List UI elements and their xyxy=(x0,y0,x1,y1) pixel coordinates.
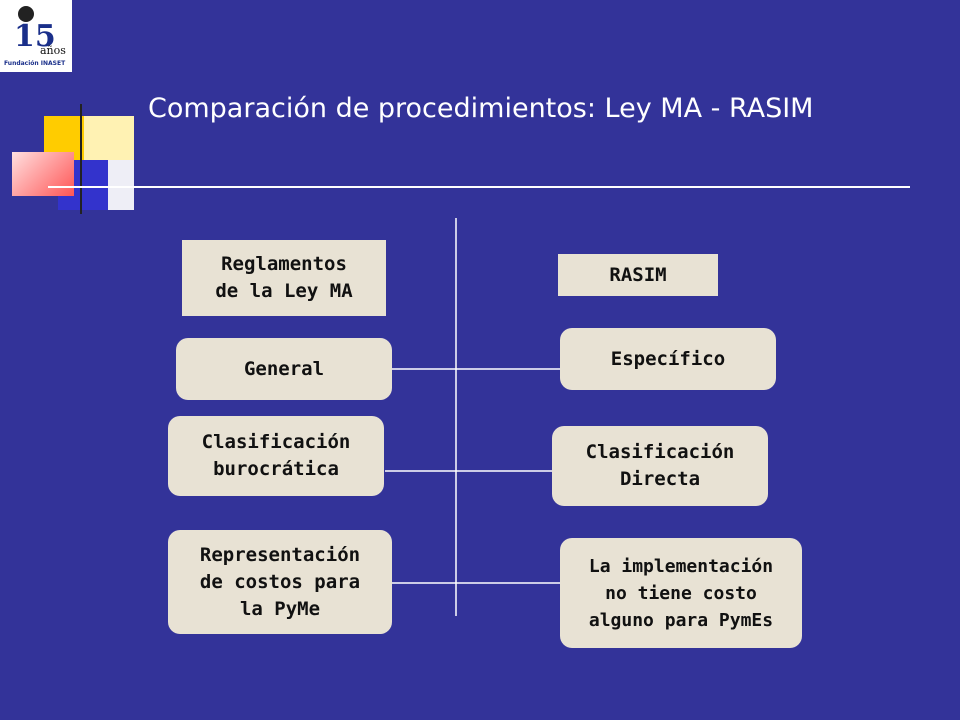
title-underline xyxy=(48,186,910,188)
left-header-box: Reglamentos de la Ley MA xyxy=(182,240,386,316)
decor-vertical-line xyxy=(80,104,82,214)
person-icon xyxy=(18,6,34,22)
logo-years: años xyxy=(40,44,66,57)
right-box-implementacion: La implementación no tiene costo alguno … xyxy=(560,538,802,648)
logo-number: 15 xyxy=(14,19,56,54)
fundacion-inaset-logo: 15 años Fundación INASET xyxy=(0,0,72,72)
slide-title: Comparación de procedimientos: Ley MA - … xyxy=(148,93,814,124)
right-header-box: RASIM xyxy=(558,254,718,296)
decor-light-yellow-square xyxy=(84,116,134,160)
decor-light-square xyxy=(108,160,134,210)
logo-org: Fundación INASET xyxy=(4,60,66,67)
left-box-clasificacion: Clasificación burocrática xyxy=(168,416,384,496)
left-box-general: General xyxy=(176,338,392,400)
left-box-representacion: Representación de costos para la PyMe xyxy=(168,530,392,634)
decor-pink-square xyxy=(12,152,74,196)
right-box-clasificacion: Clasificación Directa xyxy=(552,426,768,506)
right-box-especifico: Específico xyxy=(560,328,776,390)
